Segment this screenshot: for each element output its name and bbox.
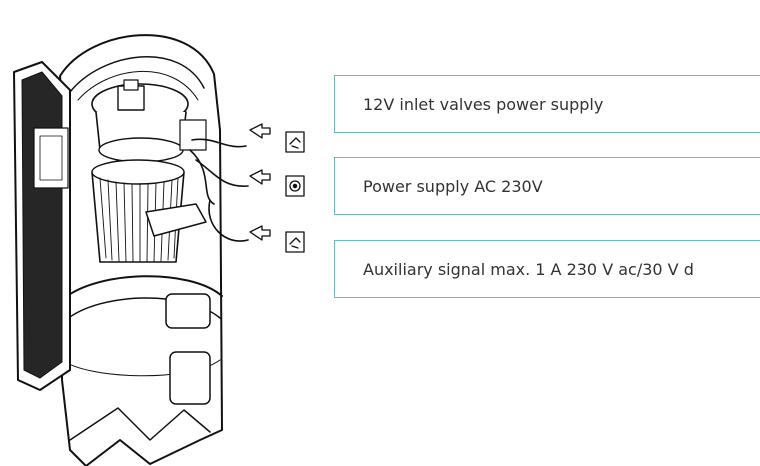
callout-power-supply: Power supply AC 230V [334, 157, 760, 215]
socket-plug-icon [285, 231, 305, 253]
arrow-outline-icon [249, 123, 271, 139]
cables [189, 138, 249, 242]
socket-plug-icon [285, 131, 305, 153]
round-socket-icon [285, 175, 305, 197]
callout-auxiliary-signal: Auxiliary signal max. 1 A 230 V ac/30 V … [334, 240, 760, 298]
door-panel [13, 61, 71, 391]
arrow-outline-icon [249, 169, 271, 185]
arrow-outline-icon [249, 225, 271, 241]
motor-filter-assembly [91, 79, 211, 405]
callout-inlet-valves: 12V inlet valves power supply [334, 75, 760, 133]
